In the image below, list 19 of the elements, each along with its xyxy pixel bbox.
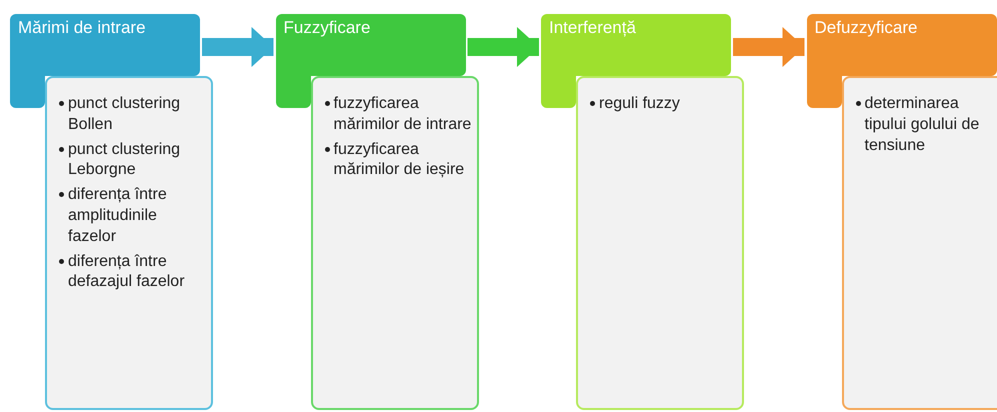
header-box — [806, 14, 996, 76]
block-arrow — [468, 27, 539, 67]
header-text: Defuzzyficare — [814, 18, 918, 38]
content-box — [45, 76, 213, 410]
header-text: Mărimi de intrare — [18, 18, 147, 38]
header-box — [541, 14, 731, 76]
content-box — [576, 76, 744, 410]
content-box — [842, 76, 997, 410]
block-arrow — [202, 27, 274, 67]
bullet-text: fuzzyficarea mărimilor de ieșire — [334, 140, 466, 180]
header-text: Interferență — [549, 18, 637, 38]
header-box — [276, 14, 466, 76]
content-box — [310, 76, 478, 410]
bullet-text: diferența între defazajul fazelor — [68, 252, 186, 292]
header-box — [10, 14, 200, 76]
header-text: Fuzzyficare — [284, 18, 372, 38]
bullet-text: reguli fuzzy — [599, 94, 680, 114]
block-arrow — [733, 27, 804, 67]
bullet-text: determinarea tipului golului de tensiune — [864, 94, 980, 156]
